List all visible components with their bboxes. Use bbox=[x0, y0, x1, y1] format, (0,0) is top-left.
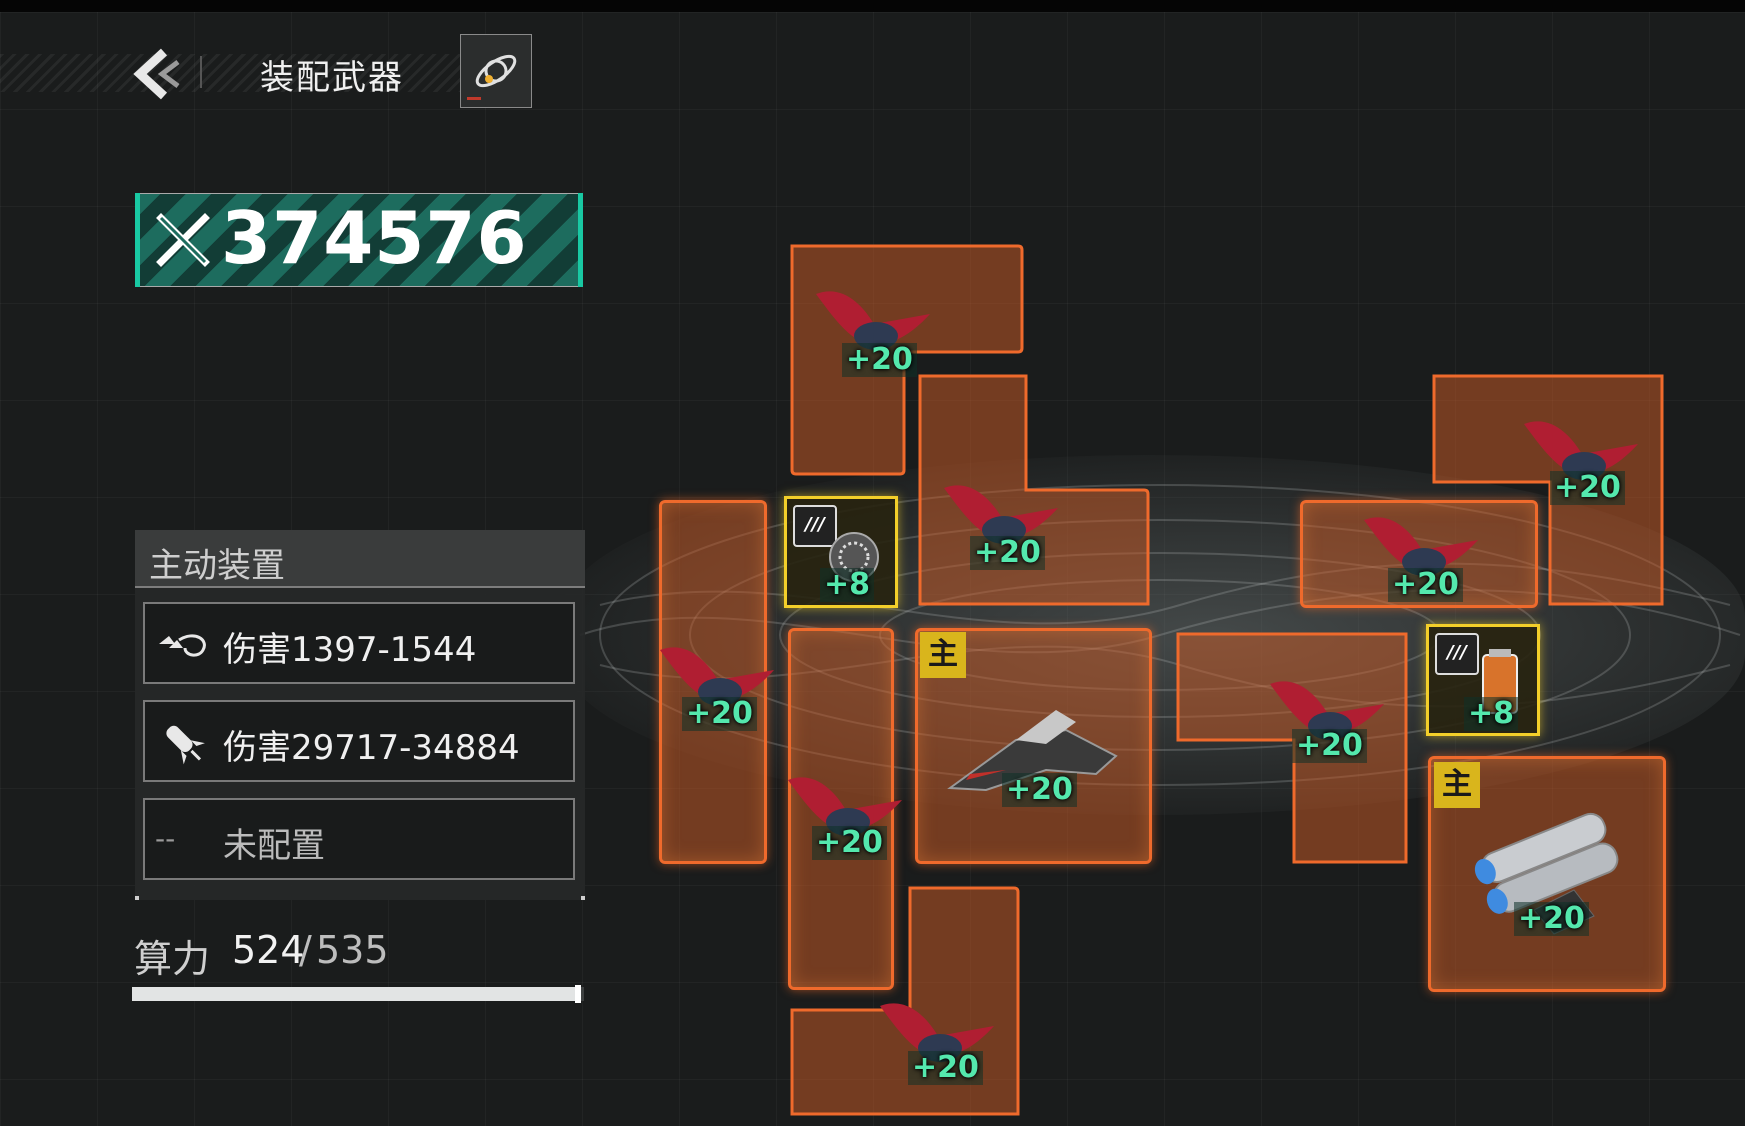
active-device-title: 主动装置 bbox=[149, 546, 285, 586]
level-b2: +20 bbox=[970, 536, 1045, 570]
main-weapon-tag: 主 bbox=[1434, 762, 1480, 808]
page-title: 装配武器 bbox=[260, 58, 404, 98]
level-b6: +20 bbox=[908, 1051, 983, 1085]
combat-power-banner: 374576 bbox=[135, 193, 583, 287]
level-b8: +20 bbox=[1388, 568, 1463, 602]
module-badge: /// bbox=[793, 505, 837, 547]
compute-progress-bar bbox=[132, 987, 584, 1001]
combat-power-value: 374576 bbox=[221, 196, 528, 280]
crossed-swords-icon bbox=[156, 213, 210, 267]
slot-block-b9[interactable] bbox=[1428, 370, 1668, 610]
level-b9: +20 bbox=[1550, 471, 1625, 505]
level-b7: +20 bbox=[1292, 729, 1367, 763]
fighter-ship-icon bbox=[947, 710, 1118, 792]
slot-block-b7[interactable] bbox=[1172, 628, 1412, 864]
header-stripe bbox=[0, 54, 480, 92]
active-device-panel: 主动装置 伤害1397-1544 伤害29717-34884 -- 未配置 bbox=[135, 530, 585, 900]
empty-slot-icon: -- bbox=[155, 822, 176, 855]
compute-total: 535 bbox=[316, 928, 389, 972]
panel-corner bbox=[135, 896, 139, 900]
top-edge bbox=[0, 0, 1745, 12]
planet-ship-icon bbox=[467, 54, 517, 100]
level-b10: +20 bbox=[1514, 902, 1589, 936]
compute-progress-cap bbox=[575, 985, 581, 1003]
chevron-left-icon bbox=[133, 48, 180, 100]
level-m1: +8 bbox=[820, 568, 875, 602]
active-slot-3-label: 未配置 bbox=[223, 826, 325, 866]
active-slot-3[interactable]: -- 未配置 bbox=[143, 798, 575, 880]
compute-label: 算力 bbox=[134, 937, 211, 981]
header-divider bbox=[200, 56, 202, 88]
main-weapon-tag: 主 bbox=[920, 632, 966, 678]
compute-used: 524 bbox=[232, 928, 305, 972]
active-slot-2-label: 伤害29717-34884 bbox=[223, 728, 520, 768]
level-b5: +20 bbox=[1002, 773, 1077, 807]
drone-swarm-icon bbox=[159, 634, 206, 657]
level-b4: +20 bbox=[812, 826, 887, 860]
back-button[interactable] bbox=[128, 44, 188, 104]
compute-separator: / bbox=[299, 928, 312, 972]
missile-icon bbox=[166, 725, 205, 765]
level-b3: +20 bbox=[682, 697, 757, 731]
active-slot-2[interactable]: 伤害29717-34884 bbox=[143, 700, 575, 782]
level-m2: +8 bbox=[1464, 697, 1519, 731]
module-badge: /// bbox=[1435, 633, 1479, 675]
active-slot-1[interactable]: 伤害1397-1544 bbox=[143, 602, 575, 684]
active-slot-1-label: 伤害1397-1544 bbox=[223, 630, 477, 670]
level-b1: +20 bbox=[842, 343, 917, 377]
compute-progress-fill bbox=[132, 987, 575, 1001]
active-device-header: 主动装置 bbox=[135, 530, 585, 588]
ship-select-button[interactable] bbox=[460, 34, 532, 108]
panel-corner bbox=[581, 896, 585, 900]
